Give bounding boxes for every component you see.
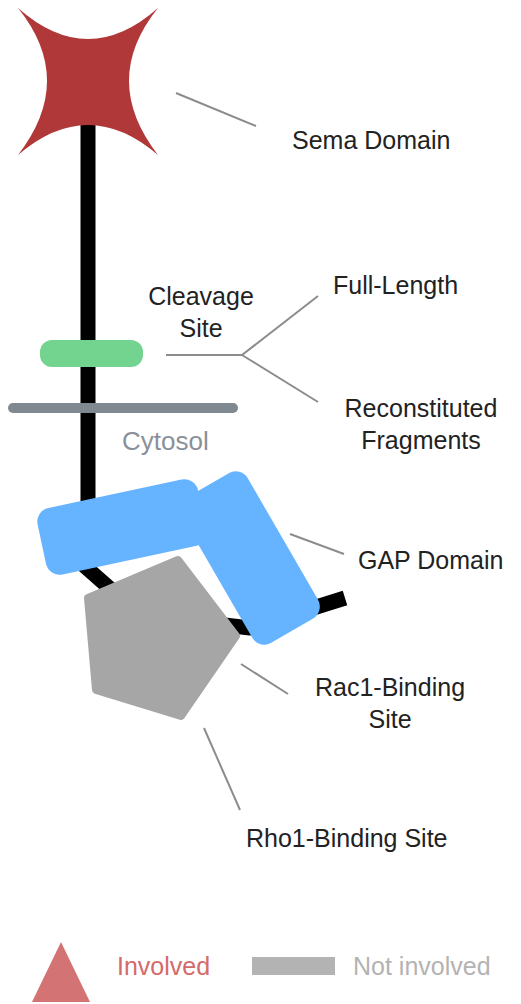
site-label: Cleavage Site — [131, 280, 271, 344]
site-label: Rho1-Binding Site — [246, 822, 514, 854]
gap-domain-shape — [35, 466, 325, 649]
sema-domain-star — [18, 8, 158, 155]
membrane-line — [8, 403, 238, 413]
domain-label: Sema Domain — [292, 124, 507, 156]
cleavage-site-pill — [40, 340, 143, 367]
legend-text: Involved — [117, 950, 210, 982]
site-label: Rac1-Binding Site — [300, 671, 480, 735]
binding-site-pentagon — [88, 560, 236, 716]
legend-triangle — [32, 942, 90, 1002]
variant-label: Reconstituted Fragments — [331, 392, 511, 456]
domain-label: GAP Domain — [358, 544, 516, 576]
variant-label: Full-Length — [333, 269, 513, 301]
legend-swatch — [252, 957, 335, 975]
region-label: Cytosol — [122, 425, 262, 458]
legend-text: Not involved — [353, 950, 491, 982]
